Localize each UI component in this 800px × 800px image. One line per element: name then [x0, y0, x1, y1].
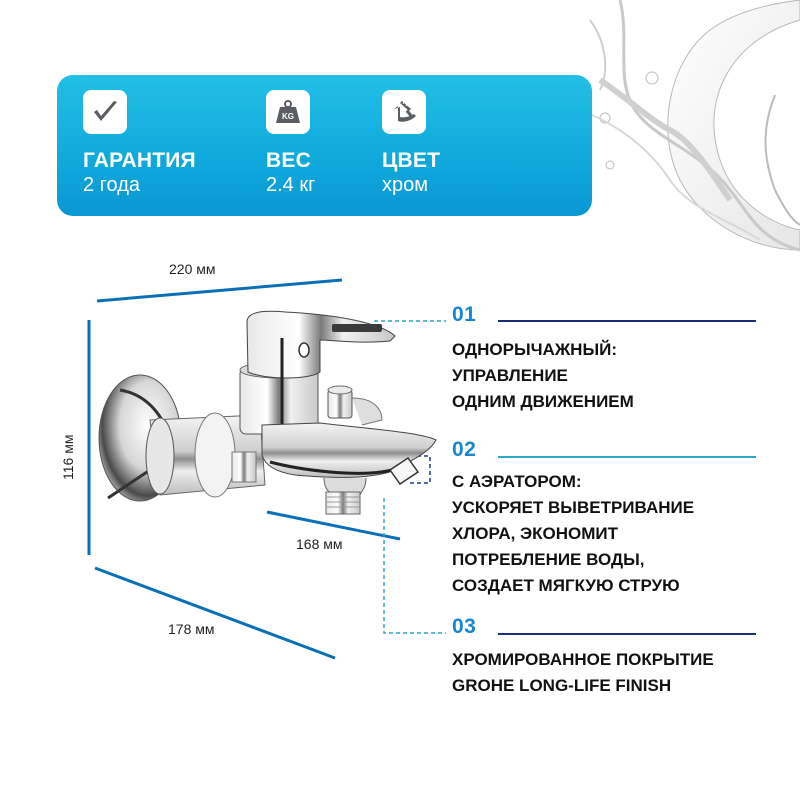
spec-label: ГАРАНТИЯ — [83, 149, 196, 172]
paint-brush-icon — [382, 90, 426, 134]
spec-value: 2 года — [83, 174, 141, 196]
specs-banner: ГАРАНТИЯ 2 года KG ВЕС 2.4 кг ЦВЕТ хром — [57, 75, 592, 216]
dimension-depth-label: 178 мм — [168, 621, 215, 637]
feature-divider — [498, 456, 756, 458]
dimension-height-label: 116 мм — [60, 434, 76, 480]
feature-line: ОДНОРЫЧАЖНЫЙ: — [452, 340, 617, 359]
faucet-illustration — [98, 310, 437, 515]
spec-label: ЦВЕТ — [382, 149, 441, 172]
milk-splash-decoration — [579, 0, 800, 252]
callout-connectors — [374, 320, 446, 634]
feature-number: 03 — [452, 615, 477, 638]
checkmark-icon — [83, 90, 127, 134]
feature-line: С АЭРАТОРОМ: — [452, 472, 582, 491]
kg-weight-icon: KG — [266, 90, 310, 134]
feature-line: СОЗДАЕТ МЯГКУЮ СТРУЮ — [452, 576, 680, 595]
feature-number: 01 — [452, 303, 477, 326]
feature-line: УСКОРЯЕТ ВЫВЕТРИВАНИЕ — [452, 498, 695, 517]
feature-divider — [498, 320, 756, 322]
feature-description: ОДНОРЫЧАЖНЫЙ: УПРАВЛЕНИЕ ОДНИМ ДВИЖЕНИЕМ — [452, 337, 634, 415]
feature-line: ПОТРЕБЛЕНИЕ ВОДЫ, — [452, 550, 645, 569]
feature-line: GROHE LONG-LIFE FINISH — [452, 676, 672, 695]
spec-value: хром — [382, 174, 428, 196]
feature-description: С АЭРАТОРОМ: УСКОРЯЕТ ВЫВЕТРИВАНИЕ ХЛОРА… — [452, 469, 694, 599]
dimension-lines — [87, 278, 401, 660]
spec-value: 2.4 кг — [266, 174, 316, 196]
feature-line: УПРАВЛЕНИЕ — [452, 366, 568, 385]
spec-label: ВЕС — [266, 149, 311, 172]
feature-number: 02 — [452, 438, 477, 461]
feature-divider — [498, 633, 756, 635]
svg-text:KG: KG — [282, 112, 294, 121]
dimension-width-label: 220 мм — [169, 261, 216, 277]
feature-line: ХЛОРА, ЭКОНОМИТ — [452, 524, 619, 543]
dimension-spout-label: 168 мм — [296, 536, 343, 552]
feature-description: ХРОМИРОВАННОЕ ПОКРЫТИЕ GROHE LONG-LIFE F… — [452, 647, 714, 699]
feature-line: ОДНИМ ДВИЖЕНИЕМ — [452, 392, 634, 411]
feature-line: ХРОМИРОВАННОЕ ПОКРЫТИЕ — [452, 650, 714, 669]
